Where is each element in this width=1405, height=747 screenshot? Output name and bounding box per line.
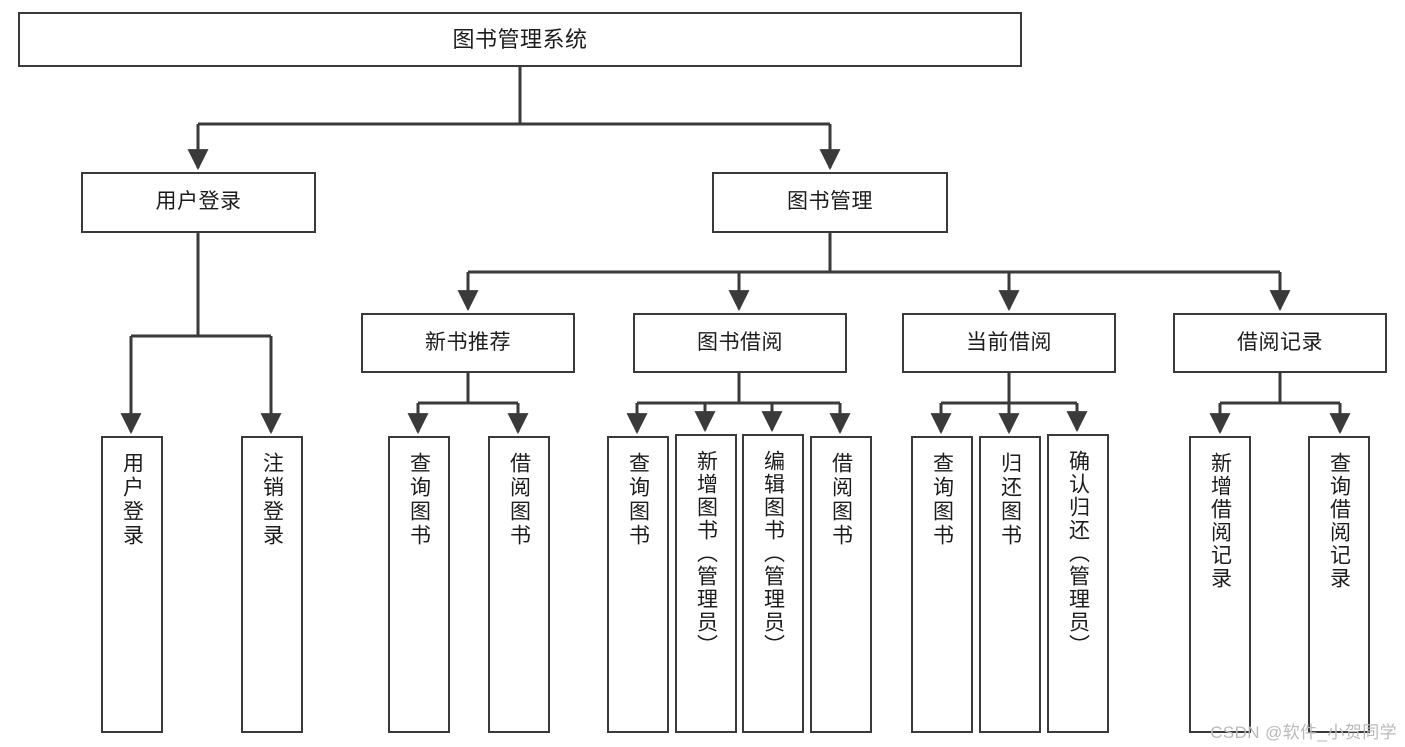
node-book-manage-label: 图书管理 xyxy=(787,190,873,214)
node-leaf-add-record[interactable]: 新增借阅记录 xyxy=(1189,436,1251,733)
node-current-borrow-label: 当前借阅 xyxy=(966,330,1052,354)
node-root[interactable]: 图书管理系统 xyxy=(18,12,1022,67)
node-leaf-confirm-return[interactable]: 确认归还（管理员） xyxy=(1047,434,1109,733)
node-leaf-query-book-1-label: 查询图书 xyxy=(407,452,431,548)
node-leaf-borrow-book-1[interactable]: 借阅图书 xyxy=(488,436,550,733)
node-leaf-query-book-2[interactable]: 查询图书 xyxy=(607,436,669,733)
node-leaf-borrow-book-2[interactable]: 借阅图书 xyxy=(810,436,872,733)
node-leaf-borrow-book-1-label: 借阅图书 xyxy=(507,452,531,548)
node-user-login-label: 用户登录 xyxy=(155,190,242,214)
node-book-manage[interactable]: 图书管理 xyxy=(712,172,948,233)
node-leaf-query-book-3-label: 查询图书 xyxy=(930,452,954,548)
node-borrow-record[interactable]: 借阅记录 xyxy=(1173,313,1387,373)
node-leaf-logout-login[interactable]: 注销登录 xyxy=(241,436,303,733)
node-leaf-query-record[interactable]: 查询借阅记录 xyxy=(1308,436,1370,733)
watermark-text: CSDN @软件_小贺同学 xyxy=(1210,723,1397,742)
node-book-borrow-label: 图书借阅 xyxy=(697,330,783,354)
node-new-book-recommend-label: 新书推荐 xyxy=(425,330,511,354)
node-leaf-add-record-label: 新增借阅记录 xyxy=(1208,452,1232,590)
node-leaf-user-login-label: 用户登录 xyxy=(120,452,144,548)
node-book-borrow[interactable]: 图书借阅 xyxy=(633,313,847,373)
node-leaf-user-login[interactable]: 用户登录 xyxy=(101,436,163,733)
node-leaf-query-book-3[interactable]: 查询图书 xyxy=(911,436,973,733)
node-leaf-edit-book-label: 编辑图书（管理员） xyxy=(761,450,785,657)
node-leaf-confirm-return-label: 确认归还（管理员） xyxy=(1066,450,1090,657)
node-current-borrow[interactable]: 当前借阅 xyxy=(902,313,1116,373)
node-new-book-recommend[interactable]: 新书推荐 xyxy=(361,313,575,373)
node-leaf-query-book-2-label: 查询图书 xyxy=(626,452,650,548)
node-leaf-edit-book[interactable]: 编辑图书（管理员） xyxy=(742,434,804,733)
node-leaf-add-book-label: 新增图书（管理员） xyxy=(694,450,718,657)
node-borrow-record-label: 借阅记录 xyxy=(1237,330,1323,354)
node-user-login[interactable]: 用户登录 xyxy=(81,172,316,233)
node-leaf-query-record-label: 查询借阅记录 xyxy=(1327,452,1351,590)
node-root-label: 图书管理系统 xyxy=(452,26,588,52)
node-leaf-logout-login-label: 注销登录 xyxy=(260,452,284,548)
node-leaf-borrow-book-2-label: 借阅图书 xyxy=(829,452,853,548)
node-leaf-return-book-label: 归还图书 xyxy=(998,452,1022,548)
node-leaf-return-book[interactable]: 归还图书 xyxy=(979,436,1041,733)
node-leaf-add-book[interactable]: 新增图书（管理员） xyxy=(675,434,737,733)
node-leaf-query-book-1[interactable]: 查询图书 xyxy=(388,436,450,733)
